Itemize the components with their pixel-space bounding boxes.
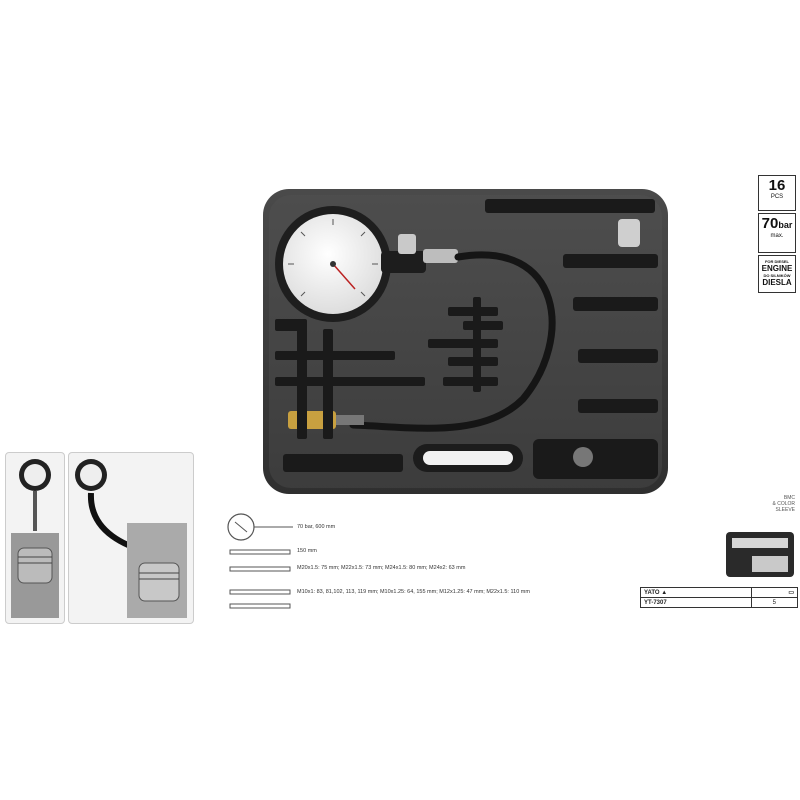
engine-mid: DO SILNIKÓW (763, 273, 791, 278)
brand-logo: YATO (644, 589, 660, 596)
packaging-line-2: & COLOR (772, 501, 795, 507)
spec-gauge: 70 bar, 600 mm (297, 524, 336, 530)
usage-illustration-direct (5, 452, 65, 624)
packaging-line-3: SLEEVE (775, 507, 795, 513)
pressure-gauge (275, 206, 458, 322)
packaging-thumbnail (726, 532, 794, 577)
packaging-line-1: BMC (783, 495, 795, 501)
product-code: YT-7307 (640, 597, 752, 608)
component-icons (227, 513, 293, 609)
pieces-badge: 16 PCS (758, 175, 796, 211)
box-quantity: 5 (750, 597, 799, 608)
usage-illustration-hose (68, 452, 194, 624)
pieces-count: 16 (768, 177, 786, 194)
packaging-note: BMC & COLOR SLEEVE (735, 495, 795, 513)
spec-adapters-1: M20x1.5: 75 mm; M22x1.5: 73 mm; M24x1.5:… (297, 565, 466, 571)
engine-word: ENGINE (761, 264, 793, 273)
box-icon-cell: ▭ (750, 587, 799, 598)
engine-bottom: DIESLA (762, 278, 792, 287)
diesel-engine-badge: FOR DIESEL ENGINE DO SILNIKÓW DIESLA (758, 255, 796, 293)
warning-icon: ▲ (661, 589, 668, 596)
engine-top: FOR DIESEL (764, 259, 789, 264)
spec-hose: 150 mm (297, 548, 317, 554)
pressure-note: max. (770, 233, 784, 239)
pressure-row: 70bar (759, 216, 795, 233)
brand-cell: YATO ▲ (640, 587, 752, 598)
pressure-value: 70 (761, 215, 779, 232)
tool-case (263, 189, 668, 494)
pressure-unit: bar (778, 220, 793, 230)
spec-adapters-2: M10x1: 83, 81,102, 113, 119 mm; M10x1.25… (297, 589, 530, 595)
pieces-label: PCS (770, 194, 784, 200)
box-icon: ▭ (788, 590, 794, 596)
product-code-table: YATO ▲ ▭ YT-7307 5 (640, 587, 799, 608)
pressure-badge: 70bar max. (758, 213, 796, 253)
